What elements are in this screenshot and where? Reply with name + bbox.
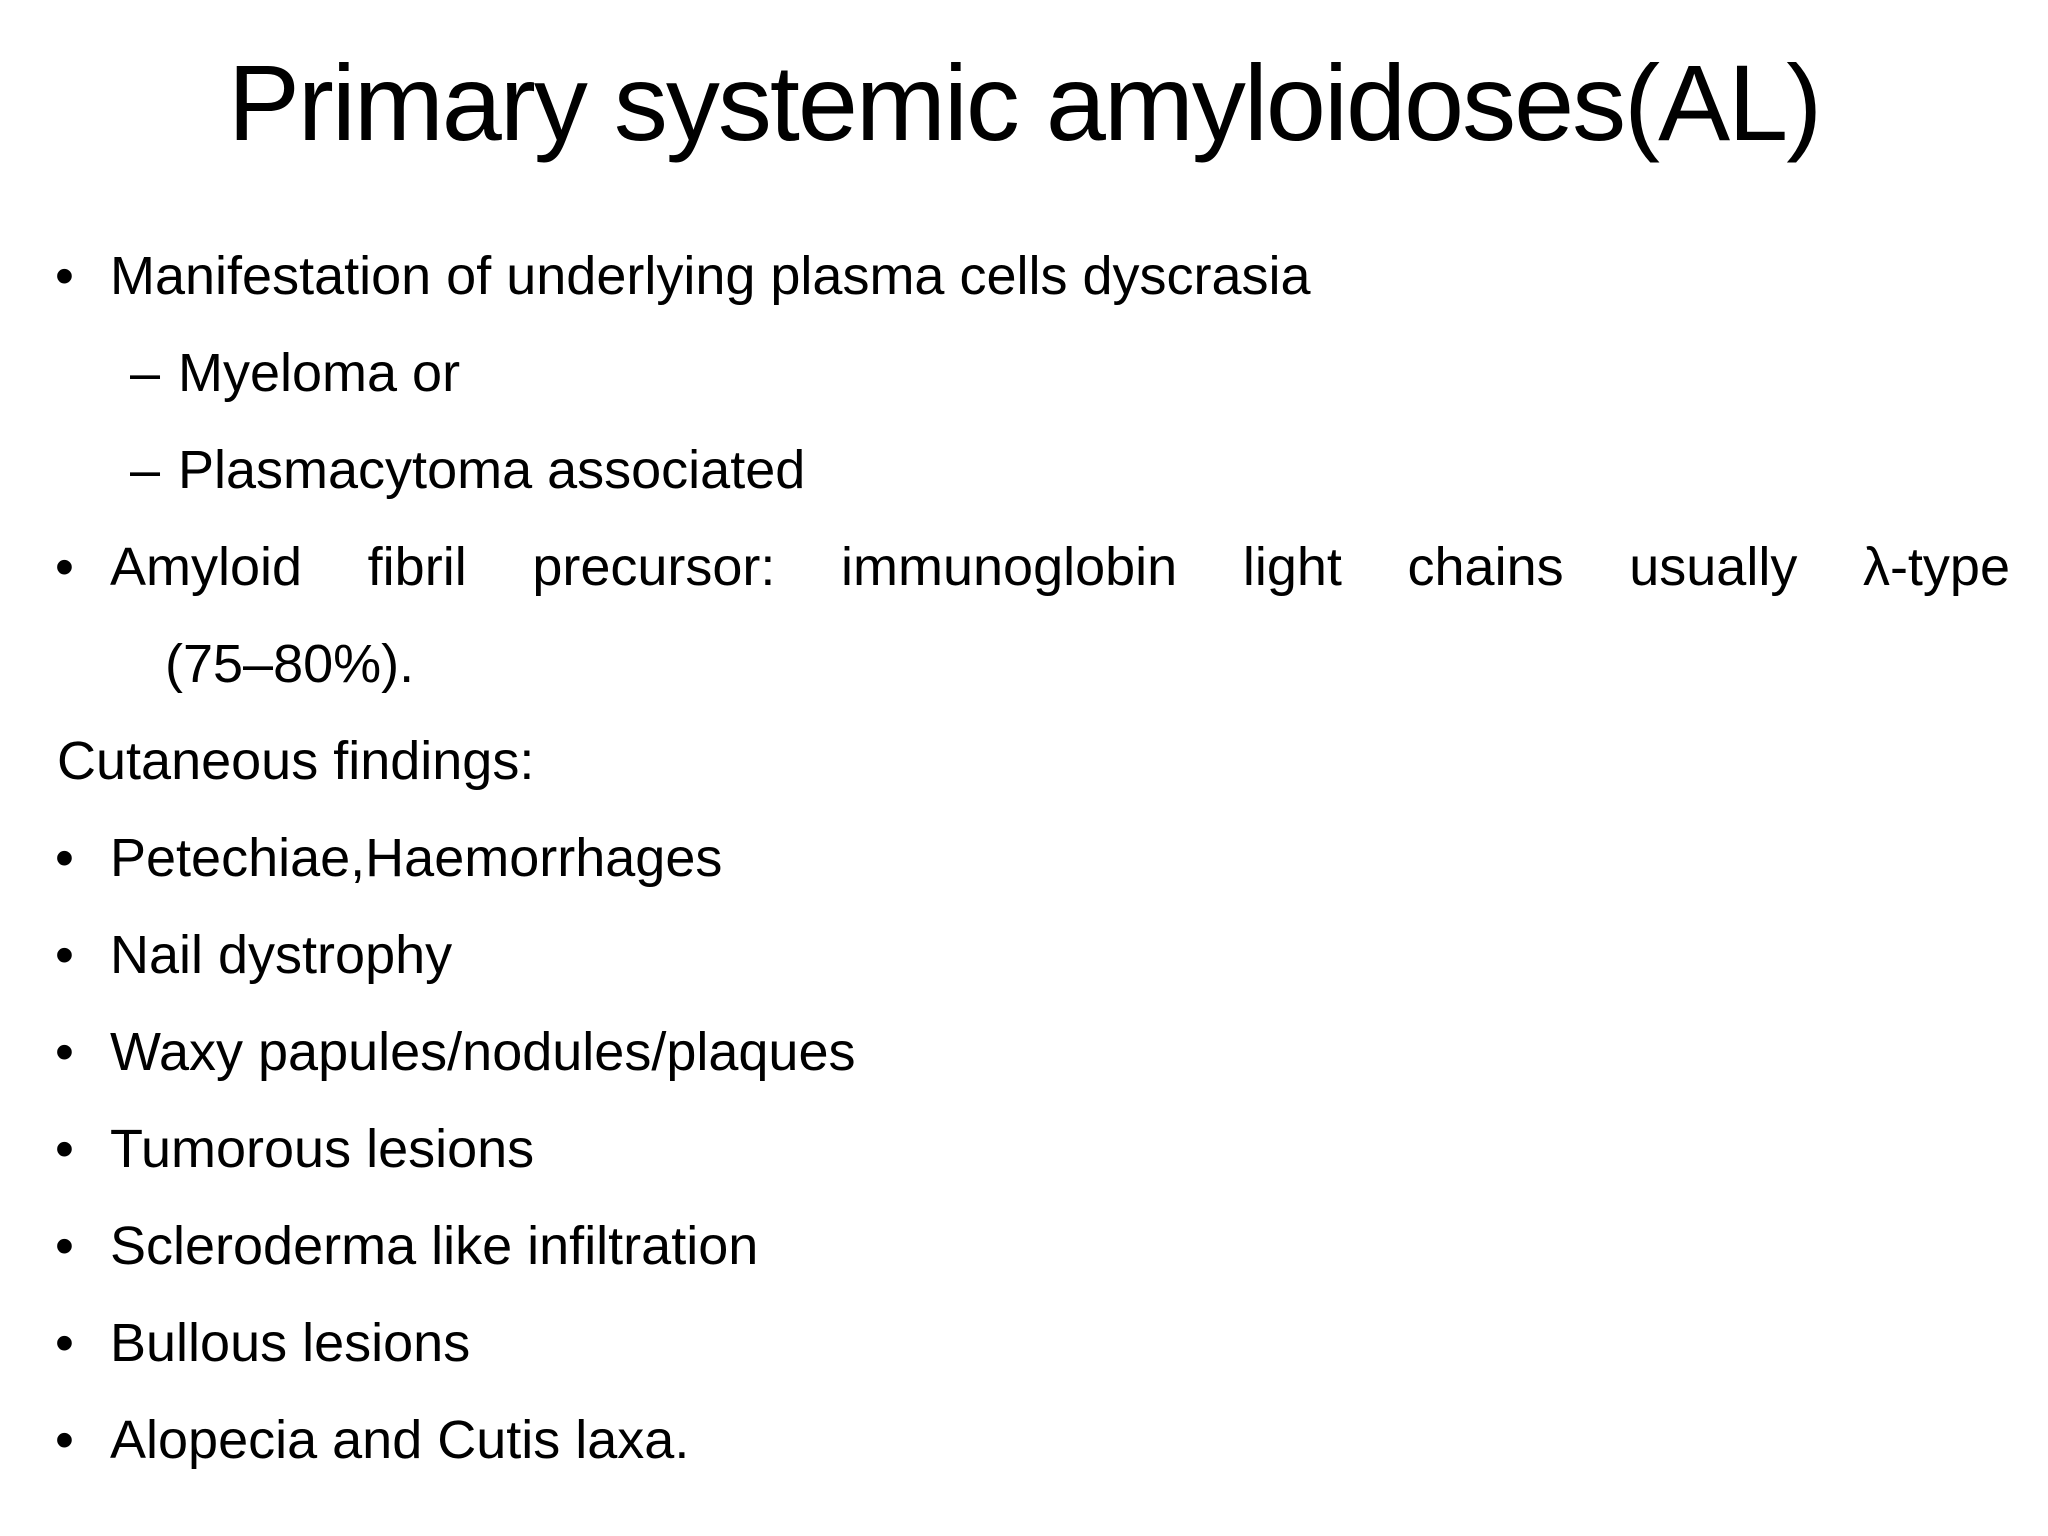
bullet-text: Scleroderma like infiltration <box>110 1215 759 1276</box>
bullet-icon: • <box>55 1409 74 1470</box>
bullet-icon: • <box>55 1021 74 1082</box>
continuation-text: (75–80%). <box>165 633 415 694</box>
bullet-item-bullous-lesions: • Bullous lesions <box>55 1295 2010 1392</box>
sub-bullet-text: Plasmacytoma associated <box>178 439 806 500</box>
continuation-line-percentage: (75–80%). <box>55 616 2010 713</box>
sub-bullet-item-myeloma: – Myeloma or <box>55 325 2010 422</box>
bullet-item-amyloid-precursor: • Amyloid fibril precursor: immunoglobin… <box>55 519 2010 616</box>
dash-icon: – <box>130 342 161 403</box>
bullet-text: Petechiae,Haemorrhages <box>110 827 723 888</box>
slide-title: Primary systemic amyloidoses(AL) <box>227 42 1822 163</box>
bullet-icon: • <box>55 536 74 597</box>
section-heading-text: Cutaneous findings: <box>57 730 535 791</box>
bullet-item-alopecia: • Alopecia and Cutis laxa. <box>55 1392 2010 1489</box>
bullet-text: Alopecia and Cutis laxa. <box>110 1409 690 1470</box>
bullet-icon: • <box>55 827 74 888</box>
bullet-icon: • <box>55 245 74 306</box>
slide-content: • Manifestation of underlying plasma cel… <box>0 228 2048 1489</box>
bullet-item-waxy-papules: • Waxy papules/nodules/plaques <box>55 1004 2010 1101</box>
bullet-icon: • <box>55 1312 74 1373</box>
bullet-item-scleroderma: • Scleroderma like infiltration <box>55 1198 2010 1295</box>
bullet-icon: • <box>55 1118 74 1179</box>
bullet-item-manifestation: • Manifestation of underlying plasma cel… <box>55 228 2010 325</box>
bullet-item-nail-dystrophy: • Nail dystrophy <box>55 907 2010 1004</box>
bullet-text: Waxy papules/nodules/plaques <box>110 1021 856 1082</box>
bullet-icon: • <box>55 1215 74 1276</box>
sub-bullet-text: Myeloma or <box>178 342 461 403</box>
section-heading-cutaneous-findings: Cutaneous findings: <box>55 713 2010 810</box>
bullet-item-tumorous-lesions: • Tumorous lesions <box>55 1101 2010 1198</box>
bullet-icon: • <box>55 924 74 985</box>
bullet-item-petechiae: • Petechiae,Haemorrhages <box>55 810 2010 907</box>
bullet-text: Nail dystrophy <box>110 924 453 985</box>
sub-bullet-item-plasmacytoma: – Plasmacytoma associated <box>55 422 2010 519</box>
bullet-text: Amyloid fibril precursor: immunoglobin l… <box>110 536 2010 597</box>
dash-icon: – <box>130 439 161 500</box>
bullet-text: Tumorous lesions <box>110 1118 535 1179</box>
bullet-text: Manifestation of underlying plasma cells… <box>110 245 1311 306</box>
bullet-text: Bullous lesions <box>110 1312 471 1373</box>
